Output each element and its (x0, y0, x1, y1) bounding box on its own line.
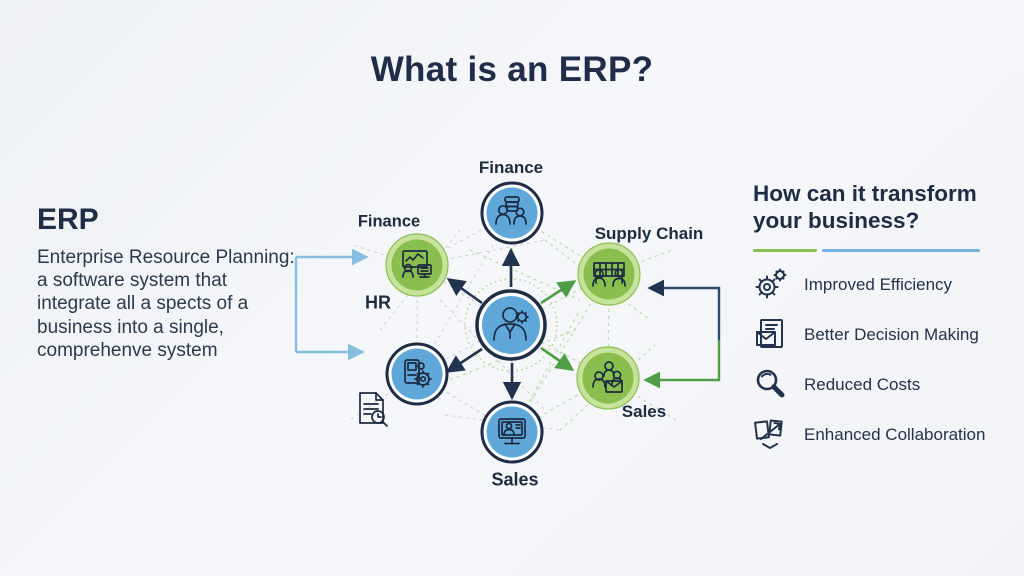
benefits-panel: How can it transform your business? (753, 181, 1015, 460)
definition-connector-arrows (294, 248, 369, 361)
node-finance-top (480, 181, 544, 245)
presentation-chart-icon (402, 250, 432, 278)
underline-green-segment (753, 249, 817, 253)
underline-blue-segment (822, 249, 980, 253)
benefit-label: Improved Efficiency (804, 275, 953, 295)
monitor-contact-icon (498, 418, 526, 445)
label-finance-top: Finance (478, 158, 544, 177)
list-item-improved-efficiency: Improved Efficiency (753, 260, 1015, 310)
node-center-hub (475, 289, 547, 361)
erp-description: Enterprise Resource Planning: a software… (37, 247, 295, 361)
heading-underline (753, 249, 1015, 253)
list-item-reduced-costs: Reduced Costs (753, 360, 1015, 410)
benefits-heading: How can it transform your business? (753, 181, 977, 233)
hub-arrows (445, 247, 577, 401)
benefit-label: Better Decision Making (804, 325, 979, 345)
collaboration-icon (753, 417, 789, 453)
label-supply-chain: Supply Chain (594, 224, 704, 243)
team-envelope-icon (592, 361, 623, 393)
label-sales-right: Sales (621, 402, 667, 421)
erp-definition-panel: ERP Enterprise Resource Planning: a soft… (37, 203, 303, 362)
label-finance-left: Finance (357, 212, 421, 231)
label-sales-bottom: Sales (491, 469, 539, 490)
manager-gear-icon (493, 307, 529, 341)
label-hr: HR (365, 292, 391, 313)
gears-icon (753, 267, 789, 303)
document-envelope-icon (753, 317, 789, 353)
node-supply-chain (577, 242, 641, 306)
people-finance-icon (495, 196, 527, 225)
node-finance-left (385, 233, 449, 297)
page-title: What is an ERP? (370, 50, 654, 89)
node-sales-bottom (480, 400, 544, 464)
machine-gears-icon (404, 359, 432, 388)
warehouse-rack-icon (592, 262, 626, 287)
document-search-icon (359, 392, 388, 427)
transform-connector-arrows (643, 279, 721, 389)
list-item-enhanced-collaboration: Enhanced Collaboration (753, 410, 1015, 460)
node-sales-right (576, 346, 640, 410)
benefit-label: Enhanced Collaboration (804, 425, 986, 445)
benefits-list: Improved Efficiency Better Decision Maki… (753, 260, 1015, 460)
magnifier-icon (753, 367, 789, 403)
benefit-label: Reduced Costs (804, 375, 921, 395)
erp-heading: ERP (37, 203, 99, 236)
node-hr (385, 342, 449, 406)
list-item-better-decision-making: Better Decision Making (753, 310, 1015, 360)
